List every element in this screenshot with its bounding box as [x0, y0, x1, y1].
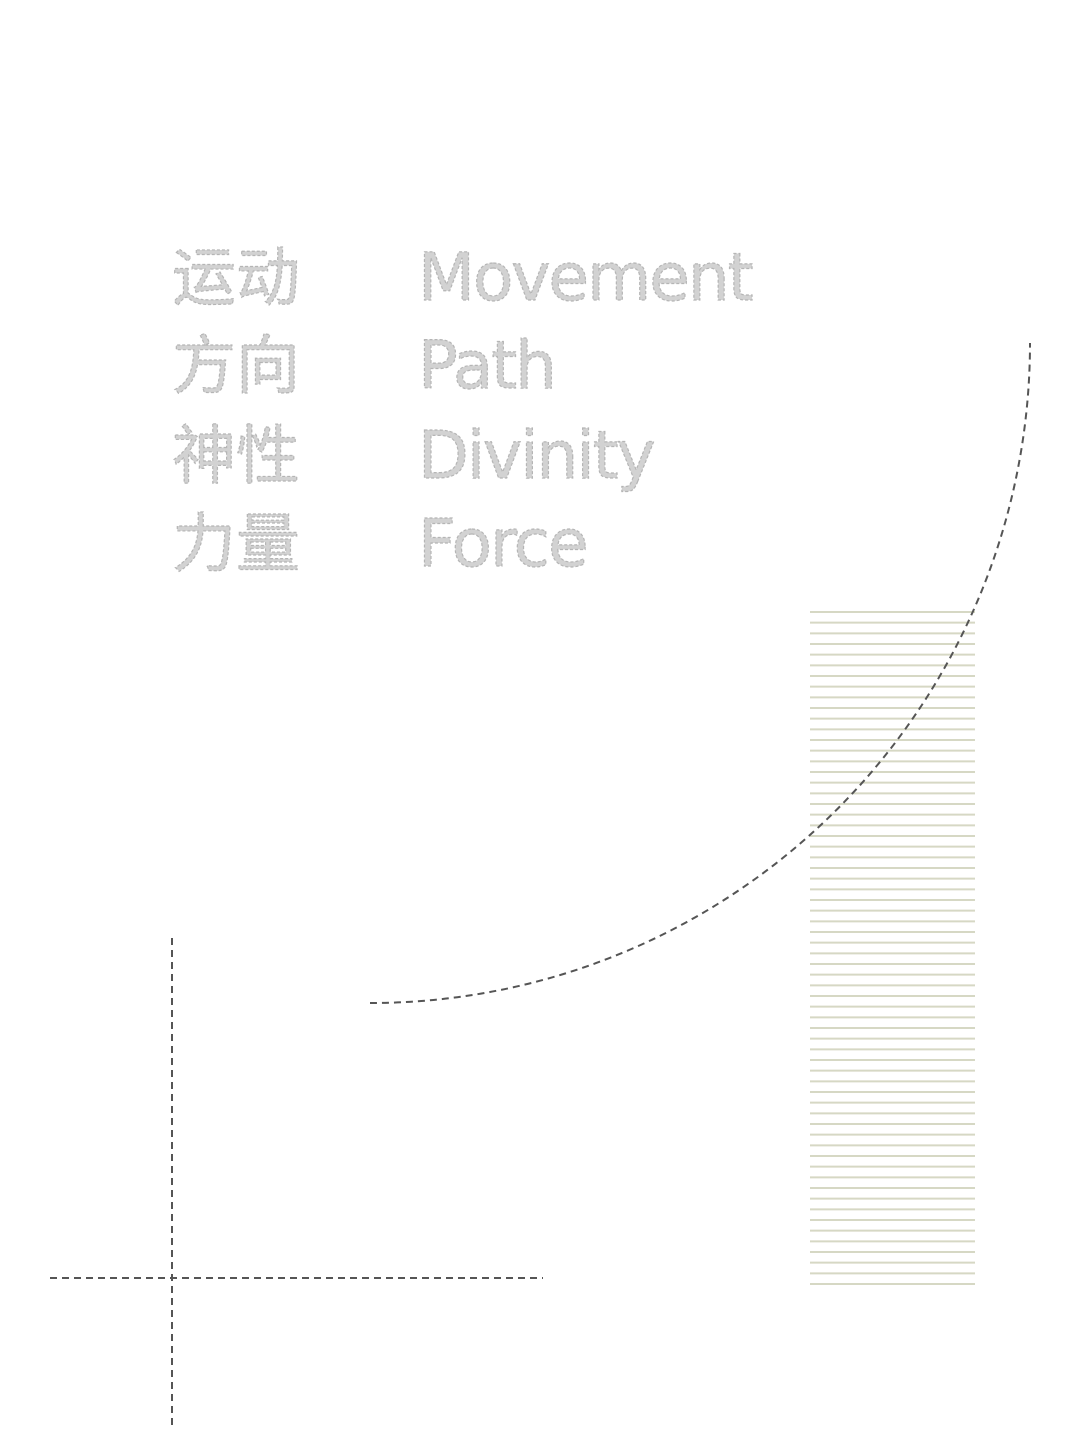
term-cn-1: 方向 — [172, 330, 300, 404]
term-en-1: Path — [418, 327, 555, 404]
term-en-0: Movement — [418, 239, 753, 316]
term-cn-3: 力量 — [172, 508, 300, 582]
dashed-arc — [369, 342, 1031, 1004]
term-en-2: Divinity — [418, 417, 655, 494]
term-en-3: Force — [418, 505, 587, 582]
stripe-block — [810, 611, 975, 1285]
term-cn-0: 运动 — [172, 242, 300, 316]
term-cn-2: 神性 — [172, 420, 300, 494]
